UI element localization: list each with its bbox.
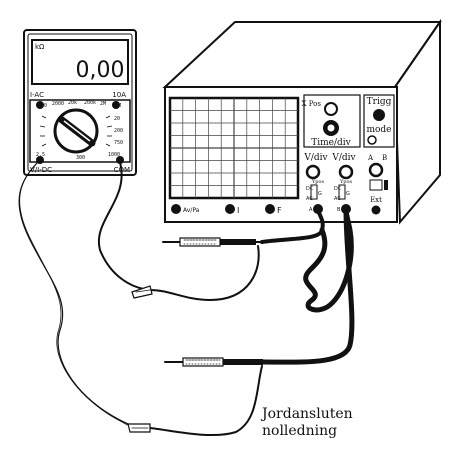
coupling-dc-b: DC bbox=[334, 186, 342, 192]
oscilloscope: X Pos Time/div Trigg mode V/div Ypos DC … bbox=[162, 18, 442, 225]
trigg-level-knob[interactable] bbox=[368, 162, 384, 178]
display-value: 0,00 bbox=[76, 58, 125, 83]
test-leads bbox=[18, 159, 355, 437]
dial-label: 750 bbox=[114, 140, 123, 146]
multimeter-vi-dc-lead bbox=[18, 159, 151, 429]
dial-label: 1000 bbox=[108, 152, 120, 158]
channel-b-cable bbox=[260, 206, 355, 365]
coupling-dc-a: DC bbox=[306, 186, 314, 192]
coupling-gnd-b: G bbox=[346, 191, 350, 197]
coupling-ac-b: AC bbox=[334, 196, 341, 202]
x-pos-knob[interactable] bbox=[324, 102, 338, 116]
dial-label: 200 bbox=[114, 128, 123, 134]
dial-ticks bbox=[39, 115, 113, 147]
ch-b-jack-label: B bbox=[337, 207, 341, 213]
i-ac-label: I-AC bbox=[30, 91, 44, 99]
multimeter: kΩ 0,00 I-AC 10A 200 2000 20k 200k 2M 20… bbox=[23, 29, 137, 176]
dial-label: 2M bbox=[100, 101, 106, 107]
screen-graticule bbox=[170, 98, 298, 198]
jack-i-ac[interactable] bbox=[36, 101, 44, 109]
ext-label: Ext bbox=[370, 196, 382, 204]
power-label: Av/Pa bbox=[183, 207, 200, 214]
mode-label: mode bbox=[366, 125, 391, 135]
dial-label: 200k bbox=[84, 100, 96, 106]
intensity-label: I bbox=[237, 206, 239, 215]
ypos-label-b: Ypos bbox=[339, 179, 353, 185]
lower-probe-ground-lead bbox=[149, 365, 263, 437]
dial-label: 300 bbox=[76, 155, 85, 161]
caption-line-2: nolledning bbox=[262, 423, 338, 439]
focus-label: F bbox=[277, 206, 282, 215]
power-switch[interactable] bbox=[171, 204, 181, 214]
dial-label: 2000 bbox=[52, 101, 64, 107]
ch-a-jack-label: A bbox=[309, 207, 313, 213]
intensity-knob[interactable] bbox=[225, 204, 235, 214]
lower-probe bbox=[164, 357, 263, 367]
trigg-b-label: B bbox=[382, 154, 387, 162]
channel-a-cable-tail bbox=[303, 206, 354, 313]
jack-10a[interactable] bbox=[112, 101, 120, 109]
mode-knob[interactable] bbox=[367, 135, 377, 145]
ext-input-jack[interactable] bbox=[371, 205, 381, 215]
upper-probe bbox=[162, 237, 266, 247]
focus-knob[interactable] bbox=[265, 204, 275, 214]
vdiv-label-a: V/div bbox=[303, 153, 328, 163]
vdiv-knob-a[interactable] bbox=[305, 164, 321, 180]
trigg-a-label: A bbox=[367, 154, 374, 162]
ground-annotation: Jordansluten nolledning bbox=[262, 406, 382, 440]
vdiv-label-b: V/div bbox=[331, 153, 356, 163]
trigg-knob[interactable] bbox=[373, 109, 385, 121]
vdiv-knob-b[interactable] bbox=[338, 164, 354, 180]
dial-label: 2.5 bbox=[36, 152, 45, 158]
v-i-dc-label: V/I-DC bbox=[30, 166, 52, 174]
x-pos-label: X Pos bbox=[302, 100, 322, 108]
10a-label: 10A bbox=[112, 91, 126, 99]
coupling-ac-a: AC bbox=[306, 196, 313, 202]
crocodile-clip-upper bbox=[131, 285, 153, 299]
trigg-label: Trigg bbox=[367, 97, 392, 107]
dial-label: 20k bbox=[68, 100, 77, 106]
caption-line-1: Jordansluten bbox=[262, 406, 353, 422]
multimeter-display bbox=[31, 39, 129, 85]
coupling-gnd-a: G bbox=[318, 191, 322, 197]
crocodile-clip-lower bbox=[127, 423, 151, 433]
time-div-label: Time/div bbox=[311, 138, 351, 148]
range-label: kΩ bbox=[35, 43, 45, 51]
jack-com[interactable] bbox=[116, 156, 124, 164]
dial-label: 20 bbox=[114, 116, 120, 122]
ypos-label-a: Ypos bbox=[311, 179, 325, 185]
